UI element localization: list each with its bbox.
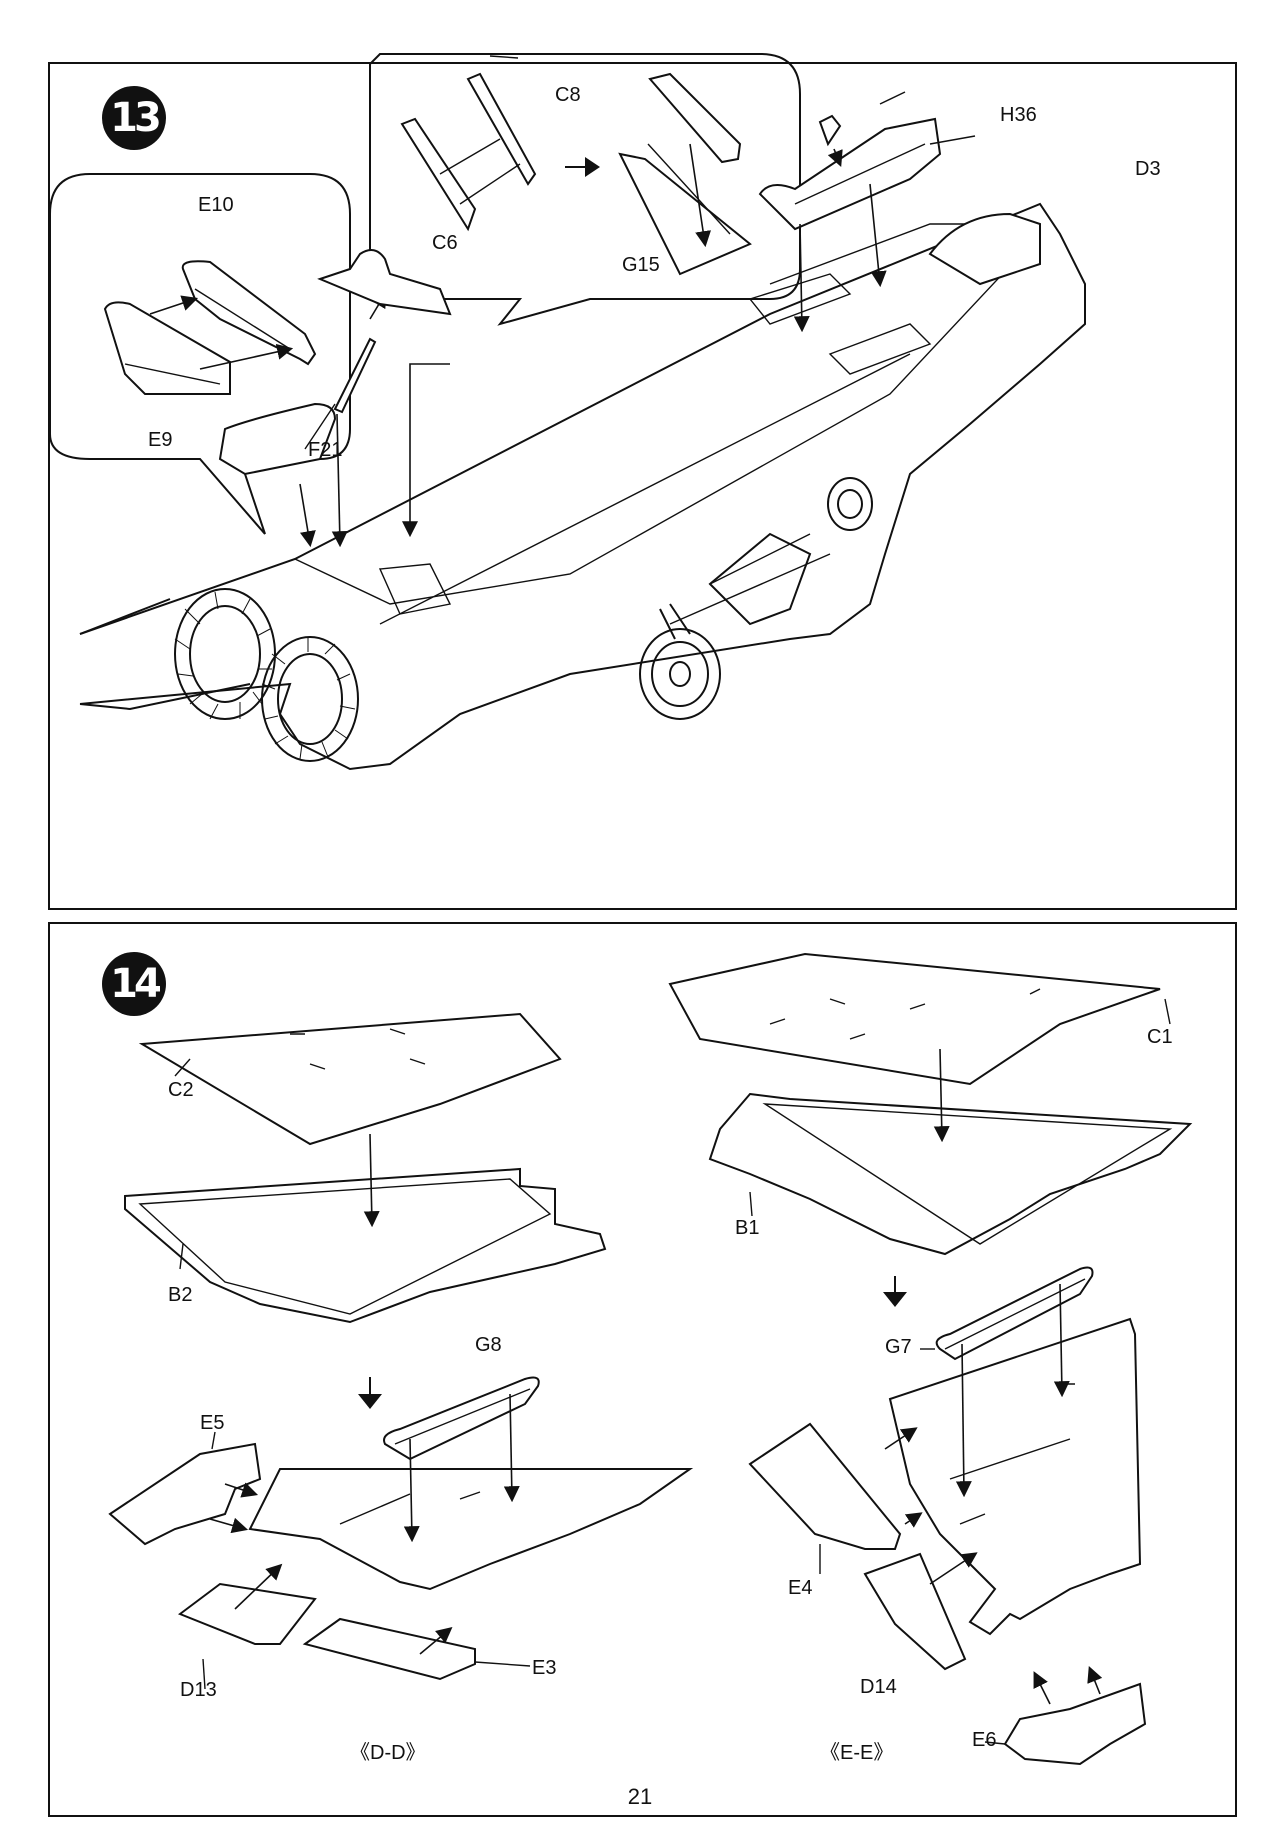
section-caption-ee: 《E-E》 bbox=[820, 1742, 894, 1764]
part-e4-shape bbox=[748, 1422, 902, 1550]
part-e9-shape bbox=[103, 301, 231, 395]
part-c1-shape bbox=[668, 952, 1161, 1086]
part-g15-shape bbox=[618, 152, 752, 276]
page-number: 21 bbox=[627, 1784, 653, 1809]
part-c6-shape bbox=[400, 117, 477, 232]
part-label-g8: G8 bbox=[475, 1334, 502, 1356]
part-f21-shape bbox=[333, 337, 377, 414]
part-label-c8: C8 bbox=[555, 84, 581, 106]
part-label-e9: E9 bbox=[148, 429, 173, 451]
part-label-e10: E10 bbox=[198, 194, 234, 216]
part-label-c2: C2 bbox=[168, 1079, 194, 1101]
part-label-d14: D14 bbox=[860, 1676, 897, 1698]
part-label-d3: D3 bbox=[1135, 158, 1161, 180]
part-d14-shape bbox=[863, 1552, 967, 1671]
fuselage-outline bbox=[79, 202, 1086, 771]
lower-wing-dd-shape bbox=[248, 1468, 694, 1591]
part-label-e5: E5 bbox=[200, 1412, 225, 1434]
lower-wing-ee-shape bbox=[888, 1317, 1142, 1636]
engine-nozzles bbox=[174, 588, 359, 762]
part-d3-shape bbox=[758, 117, 942, 231]
step-13-badge: 13 bbox=[102, 86, 166, 150]
step-14-panel: 14 bbox=[48, 922, 1237, 1817]
step-13-panel: 13 bbox=[48, 53, 1237, 910]
part-e6-shape bbox=[1003, 1682, 1147, 1766]
step-14-drawing bbox=[108, 952, 1193, 1766]
step-14-badge: 14 bbox=[102, 952, 166, 1016]
part-g7-shape bbox=[935, 1266, 1094, 1361]
part-label-g15: G15 bbox=[622, 254, 660, 276]
landing-gear bbox=[639, 477, 873, 720]
part-label-b2: B2 bbox=[168, 1284, 193, 1306]
detail-callout-left bbox=[49, 173, 351, 535]
part-label-c6: C6 bbox=[432, 232, 458, 254]
part-b2-shape bbox=[124, 1167, 607, 1324]
part-e3-shape bbox=[302, 1617, 476, 1681]
part-label-e4: E4 bbox=[788, 1577, 813, 1599]
part-label-c1: C1 bbox=[1147, 1026, 1173, 1048]
part-label-e3: E3 bbox=[532, 1657, 557, 1679]
assembled-intake-part bbox=[218, 402, 337, 476]
part-d13-shape bbox=[177, 1582, 317, 1645]
part-e5-shape bbox=[108, 1442, 262, 1546]
part-label-d13: D13 bbox=[180, 1679, 217, 1701]
section-caption-dd: 《D-D》 bbox=[350, 1742, 426, 1764]
part-label-g7: G7 bbox=[885, 1336, 912, 1358]
part-c8-shape bbox=[466, 72, 537, 186]
part-c2-shape bbox=[138, 1012, 562, 1146]
part-label-e6: E6 bbox=[972, 1729, 997, 1751]
part-g8-shape bbox=[383, 1376, 540, 1461]
part-b1-shape bbox=[708, 1092, 1193, 1256]
part-label-b1: B1 bbox=[735, 1217, 760, 1239]
step-13-drawing bbox=[49, 53, 1086, 771]
detail-callout-top bbox=[368, 53, 801, 326]
part-label-h36: H36 bbox=[1000, 104, 1037, 126]
canopy-frame-part bbox=[317, 249, 452, 316]
part-label-f21: F21 bbox=[308, 439, 343, 461]
part-h36-shape bbox=[818, 114, 842, 147]
